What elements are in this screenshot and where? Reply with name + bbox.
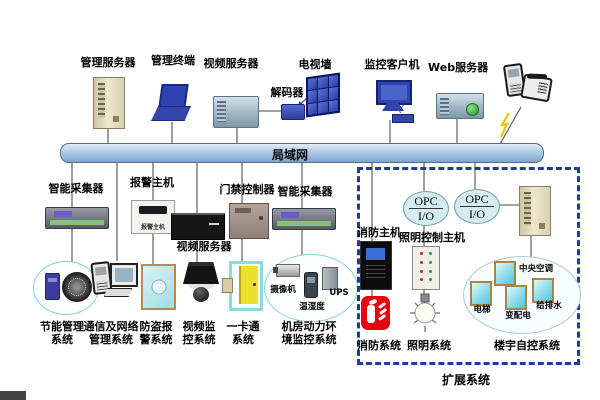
comm-keyboard-icon (104, 288, 132, 297)
fire-host-icon (360, 241, 392, 290)
smart-collector-left-icon (45, 207, 109, 229)
management-terminal-icon (151, 84, 191, 122)
one-card-system-label: 一卡通系统 (226, 320, 260, 346)
watermark (0, 391, 26, 400)
access-controller-label: 门禁控制器 (219, 183, 275, 196)
lan-bus (60, 143, 544, 163)
ups-label: UPS (329, 288, 349, 298)
extension-box-label: 扩展系统 (441, 373, 490, 387)
light-bulb-icon (410, 293, 440, 332)
comm-network-system-label: 通信及网络管理系统 (83, 320, 139, 346)
meter-wheel-icon (62, 272, 92, 302)
dome-camera-icon (183, 262, 219, 312)
alarm-host-icon: 报警主机 (131, 200, 175, 234)
video-server-2-label: 视频服务器 (176, 240, 232, 253)
water-supply-label: 给排水 (536, 301, 562, 311)
lan-bus-label: 局域网 (271, 148, 308, 162)
access-controller-icon (229, 203, 269, 239)
monitoring-client-label: 监控客户机 (364, 58, 420, 71)
camera-label: 摄像机 (270, 285, 296, 295)
water-supply-box-icon (532, 278, 554, 303)
management-server-label: 管理服务器 (80, 56, 136, 69)
elevator-label: 电梯 (473, 305, 491, 315)
power-distribution-label: 变配电 (505, 311, 531, 321)
fire-host-label: 消防主机 (357, 226, 401, 239)
bas-server-icon (519, 186, 551, 236)
decoder-icon (281, 104, 305, 120)
tv-wall-icon (306, 72, 340, 118)
dome-housing-icon (183, 262, 219, 284)
smart-collector-right-icon (272, 208, 336, 230)
fire-system-label: 消防系统 (357, 339, 401, 352)
motion-sensor-icon (141, 264, 176, 310)
burglar-alarm-system-label: 防盗报警系统 (139, 320, 173, 346)
energy-system-label: 节能管理系统 (40, 320, 84, 346)
lighting-control-panel-icon (412, 246, 440, 290)
smart-collector-right-label: 智能采集器 (277, 185, 333, 198)
video-surveillance-system-label: 视频监控系统 (182, 320, 216, 346)
video-server-label: 视频服务器 (203, 57, 259, 70)
monitor-stand-icon (382, 103, 404, 111)
alarm-host-device-label: 报警主机 (140, 224, 165, 231)
ups-icon (322, 267, 338, 290)
lighting-host-label: 照明控制主机 (399, 231, 465, 244)
temp-humidity-label: 温湿度 (299, 302, 325, 312)
lightning-bolt-icon (499, 112, 510, 138)
decoder-label: 解码器 (270, 86, 304, 99)
card-reader-icon (222, 278, 233, 293)
elevator-box-icon (470, 281, 492, 306)
monitor-screen-icon (376, 80, 412, 105)
door-leaf-icon (239, 266, 258, 304)
machine-room-system-label: 机房动力环境监控系统 (281, 320, 337, 346)
telephones-icon (502, 62, 553, 108)
bas-system-label: 楼宇自控系统 (494, 339, 560, 352)
extension-system-box (357, 167, 580, 365)
lighting-system-label: 照明系统 (407, 339, 451, 352)
management-terminal-label: 管理终端 (151, 54, 195, 67)
hvac-label: 中央空调 (518, 264, 553, 274)
web-server-icon (436, 93, 484, 119)
card-door-icon (229, 261, 263, 311)
laptop-base-icon (151, 106, 191, 121)
alarm-host-label: 报警主机 (130, 176, 174, 189)
smart-collector-left-label: 智能采集器 (48, 182, 104, 195)
dome-ring-icon (188, 281, 214, 290)
cctv-camera-icon (273, 264, 300, 277)
alarm-display-icon (139, 206, 167, 214)
video-server-icon (213, 96, 259, 128)
desk-phone-icon (520, 73, 553, 103)
temp-humidity-sensor-icon (304, 272, 318, 298)
fire-extinguisher-icon (361, 296, 390, 330)
tv-wall-label: 电视墙 (298, 58, 332, 71)
comm-computer-icon (110, 263, 138, 287)
dome-lens-icon (193, 287, 209, 302)
monitoring-client-icon (376, 80, 416, 124)
laptop-screen-icon (158, 84, 189, 108)
web-server-label: Web服务器 (428, 61, 489, 74)
power-distribution-box-icon (505, 285, 527, 310)
ic-card-icon (45, 273, 60, 300)
management-server-icon (93, 77, 125, 129)
video-server-rack-icon (171, 213, 225, 240)
dock-device-icon (392, 114, 414, 123)
